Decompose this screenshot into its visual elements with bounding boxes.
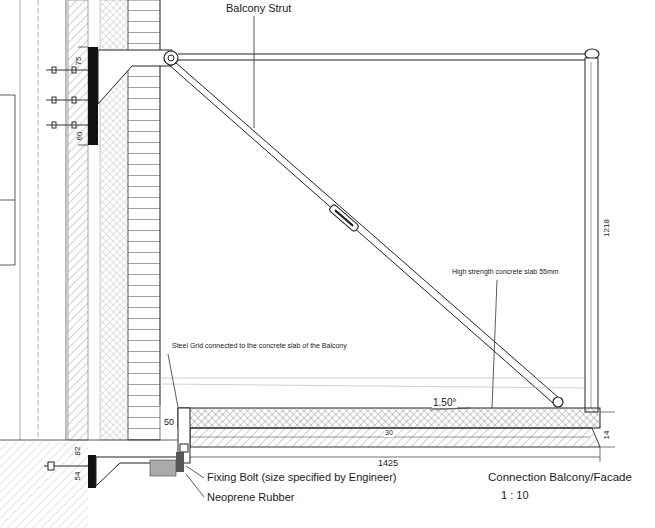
dimension-text: 82 — [74, 447, 83, 456]
dimension-text: 1218 — [603, 219, 612, 237]
dimension-text: 54 — [74, 472, 83, 481]
annotation-label: Neoprene Rubber — [207, 491, 294, 503]
annotation-label: 30 — [384, 429, 394, 437]
annotation-label: Connection Balcony/Facade — [488, 471, 632, 484]
annotation-label: 50 — [163, 418, 175, 428]
annotation-label: Fixing Bolt (size specified by Engineer) — [207, 471, 397, 483]
annotation-label: 1425 — [377, 459, 399, 469]
dimension-text: 75 — [75, 57, 84, 66]
annotation-label: High strength concrete slab 55mm — [452, 268, 559, 276]
annotation-label: 1 : 10 — [501, 489, 529, 501]
annotation-label: Steel Grid connected to the concrete sla… — [172, 342, 347, 350]
dimension-text: 14 — [603, 431, 612, 440]
dimension-text: 60 — [76, 132, 85, 141]
annotation-label: Balcony Strut — [226, 2, 291, 14]
annotation-label: 1.50° — [432, 397, 457, 408]
